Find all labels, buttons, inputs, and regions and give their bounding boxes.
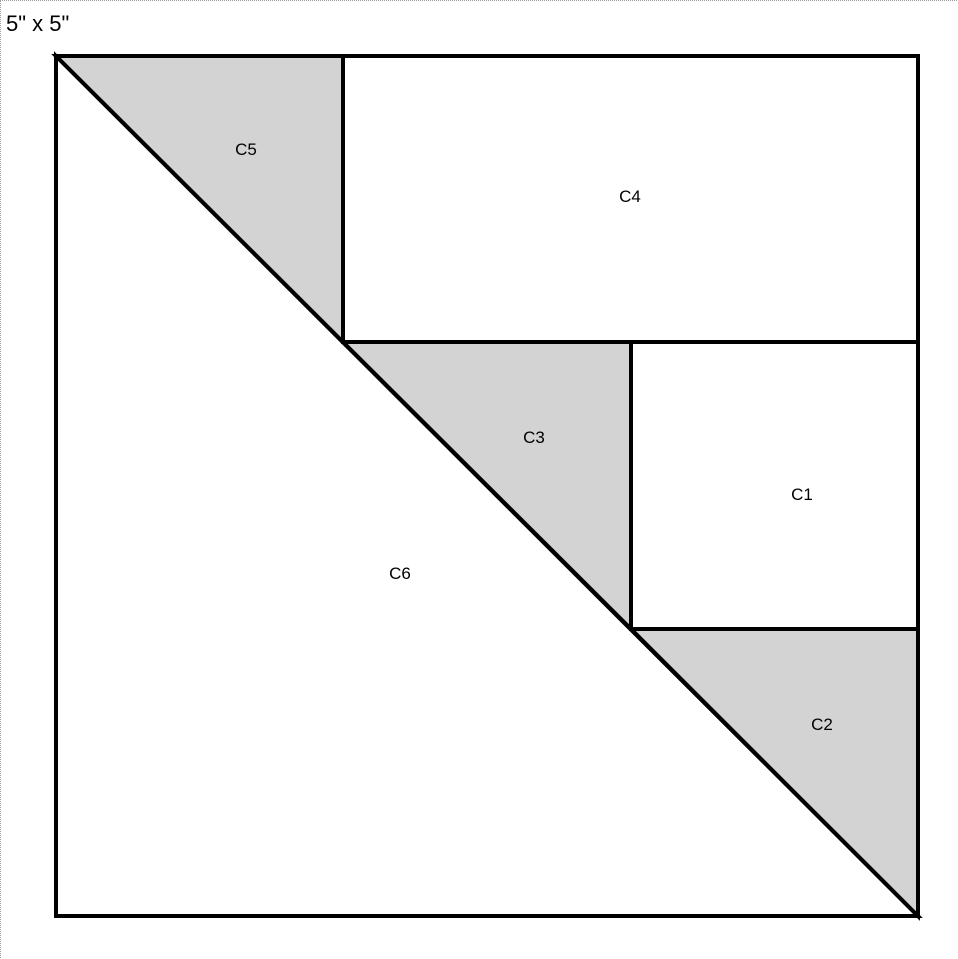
piece-label-c3: C3 bbox=[523, 428, 545, 447]
piece-label-c2: C2 bbox=[811, 715, 833, 734]
piece-label-c5: C5 bbox=[235, 140, 257, 159]
block-outline bbox=[54, 54, 920, 918]
piece-label-c1: C1 bbox=[791, 485, 813, 504]
piece-c1 bbox=[629, 340, 920, 631]
block-size-label: 5" x 5" bbox=[6, 11, 70, 36]
piece-label-c4: C4 bbox=[619, 187, 641, 206]
piece-label-c6: C6 bbox=[389, 564, 411, 583]
